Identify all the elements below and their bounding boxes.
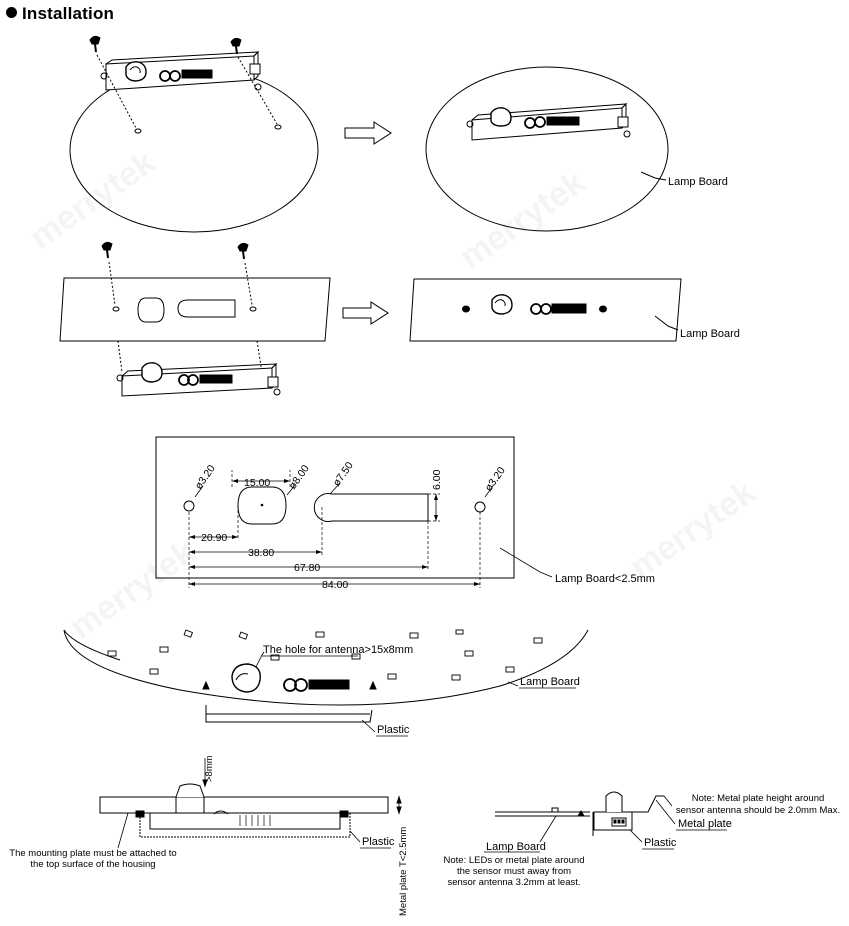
dim-slot-width: 15.00: [244, 477, 270, 489]
dim-slot-height: 6.00: [431, 469, 443, 490]
dim-round-hole: ø7.50: [331, 460, 356, 489]
round-board-perspective: [63, 629, 589, 733]
mounting-note-line-1: The mounting plate must be attached to: [9, 848, 176, 859]
watermark-1: merrytek: [23, 143, 163, 257]
lamp-board-label: Lamp Board: [520, 676, 580, 688]
cross-section-left: [99, 758, 402, 849]
watermark-3: merrytek: [63, 533, 203, 647]
dim-hole-left: ø3.20: [193, 463, 218, 492]
antenna-hole-label: The hole for antenna>15x8mm: [263, 644, 413, 656]
cross-section-right: [495, 791, 676, 843]
lamp-board-label: Lamp Board: [680, 328, 740, 340]
screw-icon: [89, 35, 101, 53]
title-text: Installation: [22, 4, 115, 23]
section-title: Installation: [6, 4, 114, 24]
watermark-4: merrytek: [623, 473, 763, 587]
round-board-before: [69, 35, 319, 233]
metal-plate-thickness-label: Metal plate T<2.5mm: [398, 827, 409, 916]
screw-icon: [230, 37, 242, 55]
dim-hole-right: ø3.20: [483, 465, 508, 494]
plastic-label: Plastic: [377, 724, 410, 736]
rect-board-before: [59, 241, 331, 397]
leds-note-line-3: sensor antenna 3.2mm at least.: [447, 877, 580, 888]
round-board-after: [425, 66, 669, 232]
screw-icon: [101, 241, 113, 259]
leds-note-line-1: Note: LEDs or metal plate around: [444, 855, 585, 866]
arrow-icon: [344, 121, 392, 145]
metal-plate-label: Metal plate: [678, 818, 732, 830]
sensor-module-icon: [116, 362, 281, 397]
mounting-note-line-2: the top surface of the housing: [30, 859, 155, 870]
antenna-gap-label: >8mm: [204, 755, 215, 782]
dim-84-00: 84.00: [322, 579, 348, 591]
rect-board-after: [409, 278, 682, 342]
plastic-label: Plastic: [362, 836, 395, 848]
screw-icon: [237, 242, 249, 260]
dim-20-90: 20.90: [201, 532, 227, 544]
lamp-board-label: Lamp Board: [486, 841, 546, 853]
sensor-module-icon: [100, 50, 262, 91]
sensor-module-icon: [466, 102, 631, 141]
dim-slot-diameter: ø8.00: [287, 463, 312, 492]
leds-note-line-2: the sensor must away from: [457, 866, 571, 877]
lamp-board-thickness-label: Lamp Board<2.5mm: [555, 573, 655, 585]
led-icon: [107, 629, 543, 681]
dimension-drawing: [155, 436, 553, 588]
watermark-2: merrytek: [453, 163, 593, 277]
arrow-icon: [342, 301, 389, 325]
metal-height-note-line-1: Note: Metal plate height around: [692, 793, 825, 804]
bullet-icon: [6, 7, 17, 18]
dim-67-80: 67.80: [294, 562, 320, 574]
dim-38-80: 38.80: [248, 547, 274, 559]
lamp-board-label: Lamp Board: [668, 176, 728, 188]
metal-height-note-line-2: sensor antenna should be 2.0mm Max.: [676, 805, 840, 816]
plastic-label: Plastic: [644, 837, 677, 849]
